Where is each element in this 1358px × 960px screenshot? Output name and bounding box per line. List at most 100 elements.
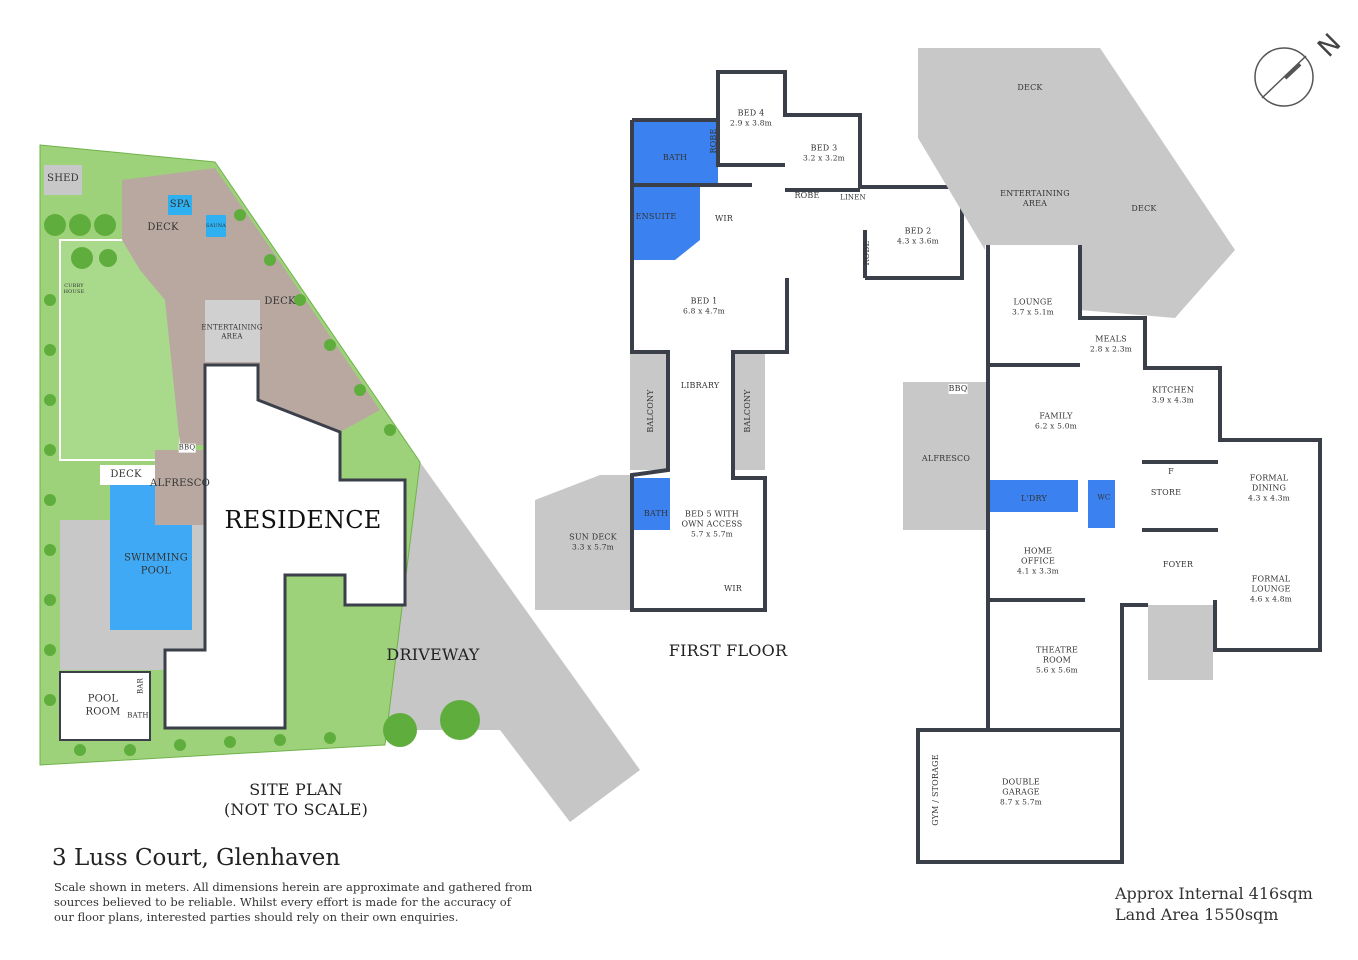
room-name: MEALS bbox=[1095, 334, 1127, 344]
label-gym-storage: GYM / STORAGE bbox=[931, 754, 940, 826]
label-linen: LINEN bbox=[840, 193, 866, 202]
label-deck: DECK bbox=[1017, 83, 1043, 92]
room-name: THEATRE ROOM bbox=[1035, 645, 1079, 665]
room-name: KITCHEN bbox=[1152, 385, 1194, 395]
cubby-line-2: HOUSE bbox=[63, 289, 85, 295]
label-fridge: F bbox=[1168, 467, 1174, 476]
room-name: FAMILY bbox=[1039, 411, 1073, 421]
pool-line-2: POOL bbox=[140, 565, 172, 576]
label-store: STORE bbox=[1150, 488, 1182, 497]
hedge-trees bbox=[44, 209, 480, 756]
room-name: FORMAL LOUNGE bbox=[1251, 574, 1291, 594]
label-entertaining-area: ENTERTAINING AREA bbox=[1000, 189, 1070, 208]
internal-area: Approx Internal 416sqm bbox=[1115, 884, 1313, 903]
label-spa: SPA bbox=[169, 198, 191, 210]
label-residence: RESIDENCE bbox=[224, 506, 382, 534]
deck-sign bbox=[100, 465, 155, 485]
label-bath: BATH bbox=[662, 153, 688, 162]
label-bath: BATH bbox=[127, 711, 149, 720]
label-bbq: BBQ bbox=[178, 443, 196, 453]
room-name: HOME OFFICE bbox=[1021, 546, 1055, 566]
label-balcony: BALCONY bbox=[646, 389, 655, 433]
label-sauna: SAUNA bbox=[205, 222, 227, 229]
label-bath: BATH bbox=[643, 509, 669, 518]
label-driveway: DRIVEWAY bbox=[386, 645, 480, 664]
sauna-shape bbox=[206, 215, 226, 237]
spa-shape bbox=[168, 195, 192, 215]
room-name: BED 3 bbox=[810, 143, 838, 153]
compass-icon bbox=[1254, 47, 1314, 107]
label-robe: ROBE bbox=[794, 191, 820, 200]
cubby-line-1: CUBBY bbox=[64, 282, 84, 289]
room-dim: 6.2 x 5.0m bbox=[1035, 421, 1077, 431]
shed-shape bbox=[44, 165, 82, 195]
label-deck: DECK bbox=[264, 295, 296, 307]
room-name: BED 2 bbox=[904, 226, 932, 236]
label-bbq: BBQ bbox=[948, 384, 968, 394]
first-floor-caption: FIRST FLOOR bbox=[668, 641, 788, 660]
room-name: BED 5 WITH OWN ACCESS bbox=[681, 509, 743, 529]
room-dim: 8.7 x 5.7m bbox=[1000, 797, 1042, 807]
entertaining-line-1: ENTERTAINING bbox=[201, 323, 263, 332]
residence-shape bbox=[163, 363, 407, 730]
pool-line-1: SWIMMING bbox=[124, 552, 188, 564]
label-shed: SHED bbox=[47, 172, 79, 184]
label-library: LIBRARY bbox=[680, 381, 720, 390]
label-wc: WC bbox=[1097, 493, 1111, 502]
label-alfresco: ALFRESCO bbox=[150, 477, 210, 489]
room-name: SUN DECK bbox=[569, 532, 617, 542]
property-title: 3 Luss Court, Glenhaven bbox=[52, 845, 341, 871]
entertaining-shape bbox=[205, 300, 260, 362]
room-name: BED 4 bbox=[737, 108, 765, 118]
room-dim: 4.1 x 3.3m bbox=[1017, 566, 1059, 576]
room-dim: 3.2 x 3.2m bbox=[803, 153, 845, 163]
site-plan bbox=[39, 144, 640, 822]
label-ensuite: ENSUITE bbox=[635, 212, 677, 221]
label-deck: DECK bbox=[110, 468, 142, 480]
caption-line-1: SITE PLAN bbox=[249, 780, 343, 799]
room-dim: 2.8 x 2.3m bbox=[1090, 344, 1132, 354]
label-bar: BAR bbox=[136, 677, 145, 695]
label-deck: DECK bbox=[147, 221, 179, 233]
label-foyer: FOYER bbox=[1162, 560, 1194, 569]
label-wir: WIR bbox=[723, 584, 743, 593]
room-dim: 5.7 x 5.7m bbox=[691, 529, 733, 539]
room-dim: 2.9 x 3.8m bbox=[730, 118, 772, 128]
room-name: BED 1 bbox=[690, 296, 718, 306]
room-name: LOUNGE bbox=[1013, 297, 1053, 307]
label-robe: ROBE bbox=[709, 128, 718, 154]
room-dim: 4.3 x 3.6m bbox=[897, 236, 939, 246]
room-dim: 3.7 x 5.1m bbox=[1012, 307, 1054, 317]
room-name: FORMAL DINING bbox=[1249, 473, 1289, 493]
pool-room-line-2: ROOM bbox=[85, 706, 121, 717]
room-name: DOUBLE GARAGE bbox=[1002, 777, 1040, 797]
pool-room-line-1: POOL bbox=[87, 693, 119, 705]
label-alfresco: ALFRESCO bbox=[921, 454, 971, 463]
label-robe: ROBE bbox=[862, 240, 871, 266]
room-dim: 4.3 x 4.3m bbox=[1248, 493, 1290, 503]
label-balcony: BALCONY bbox=[743, 389, 752, 433]
room-dim: 3.3 x 5.7m bbox=[572, 542, 614, 552]
label-wir: WIR bbox=[714, 214, 734, 223]
land-area: Land Area 1550sqm bbox=[1115, 905, 1279, 924]
site-plan-caption: SITE PLAN(NOT TO SCALE) bbox=[224, 780, 368, 820]
label-deck: DECK bbox=[1131, 204, 1157, 213]
disclaimer-text: Scale shown in meters. All dimensions he… bbox=[54, 880, 533, 924]
